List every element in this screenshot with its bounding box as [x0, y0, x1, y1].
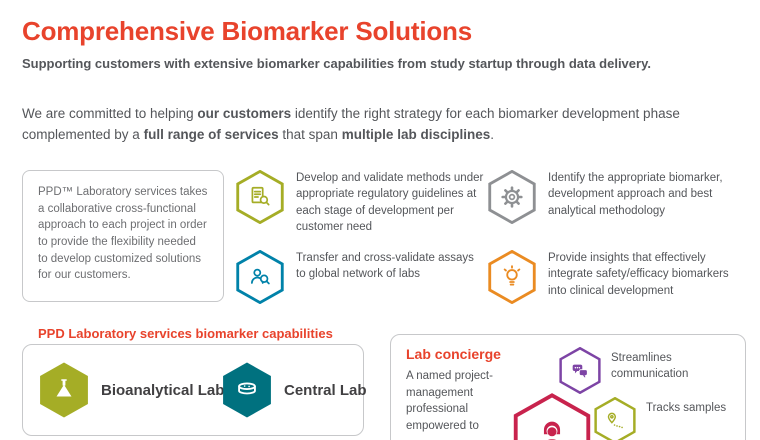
feature-item: Transfer and cross-validate assays to gl… — [236, 250, 484, 304]
intro-seg: identify the right strategy for each bio… — [22, 106, 680, 142]
feature-item: Develop and validate methods under appro… — [236, 170, 484, 235]
gear-icon — [501, 186, 523, 208]
intro-seg: We are committed to helping — [22, 106, 198, 121]
intro-seg: . — [490, 126, 494, 142]
lab-hexagon — [221, 361, 273, 419]
lab-hexagon — [38, 361, 90, 419]
route-pin-icon — [607, 412, 623, 428]
intro-bold: full range of services — [143, 126, 279, 142]
concierge-heading: Lab concierge — [406, 346, 501, 362]
lightbulb-icon — [503, 265, 521, 286]
feature-hexagon — [236, 170, 284, 224]
feature-hexagon — [488, 170, 536, 224]
lab-concierge-box: Lab concierge A named project-management… — [390, 334, 746, 440]
intro-bold: multiple lab disciplines — [341, 126, 491, 142]
concierge-description: A named project-management professional … — [406, 370, 493, 433]
feature-item: Provide insights that effectively integr… — [488, 250, 750, 304]
page-subtitle: Supporting customers with extensive biom… — [22, 56, 651, 71]
overview-text: PPD™ Laboratory services takes a collabo… — [38, 186, 208, 282]
feature-text: Develop and validate methods under appro… — [296, 172, 484, 233]
capabilities-heading: PPD Laboratory services biomarker capabi… — [38, 326, 333, 341]
feature-item: Identify the appropriate biomarker, deve… — [488, 170, 750, 224]
concierge-feature-item: Tracks samples — [594, 397, 744, 440]
person-icon — [543, 421, 561, 440]
concierge-feature-label: Streamlines communication — [611, 352, 689, 380]
concierge-person-hexagon — [513, 393, 591, 440]
concierge-feature-hexagon — [594, 397, 636, 440]
lab-item-bioanalytical: Bioanalytical Lab — [38, 361, 224, 419]
feature-text: Provide insights that effectively integr… — [548, 252, 729, 297]
lab-name: Central Lab — [284, 381, 367, 399]
feature-hexagon — [236, 250, 284, 304]
intro-bold: our customers — [197, 106, 292, 121]
overview-card: PPD™ Laboratory services takes a collabo… — [22, 170, 224, 302]
concierge-feature-item: Streamlines communication — [559, 347, 729, 394]
capabilities-box: Bioanalytical Lab Central Lab — [22, 344, 367, 436]
feature-text: Identify the appropriate biomarker, deve… — [548, 172, 723, 217]
chat-bubbles-icon — [572, 364, 588, 378]
concierge-feature-hexagon — [559, 347, 601, 394]
petri-dish-icon — [238, 382, 256, 395]
intro-paragraph: We are committed to helping our customer… — [22, 104, 727, 146]
intro-seg: that span — [278, 126, 342, 142]
concierge-feature-label: Tracks samples — [646, 402, 727, 414]
person-search-icon — [251, 268, 270, 285]
feature-text: Transfer and cross-validate assays to gl… — [296, 252, 474, 281]
lab-name: Bioanalytical Lab — [101, 381, 225, 399]
feature-hexagon — [488, 250, 536, 304]
lab-item-central: Central Lab — [221, 361, 367, 419]
flask-icon — [56, 379, 72, 397]
document-search-icon — [251, 186, 270, 206]
page-title: Comprehensive Biomarker Solutions — [22, 16, 472, 46]
